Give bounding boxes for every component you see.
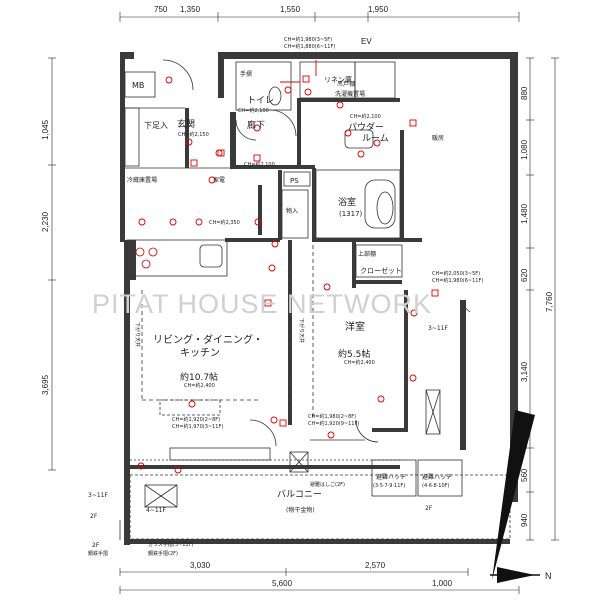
dim-bottom-2: 2,570	[365, 561, 386, 570]
electrical-symbols	[137, 60, 439, 474]
balcony-note: (物干金物)	[286, 506, 315, 514]
iron-note: 鋼鉄手摺(2F)	[148, 550, 178, 557]
dim-right-6: 560	[520, 468, 529, 482]
dim-right-1: 880	[520, 86, 529, 100]
dim-left-1: 1,045	[41, 119, 50, 140]
powder-label: パウダー	[348, 121, 384, 133]
yokushitsu-label: 浴室	[338, 196, 356, 208]
tesuri-label: 手摺	[240, 70, 252, 78]
genkan-ch: CH=約2,150	[178, 131, 209, 138]
ch-right-1: CH=約2,050(3~5F)	[432, 270, 480, 277]
ch-you-2: CH=約1,920(9~11F)	[308, 420, 359, 427]
ch-top-1: CH=約1,980(3~5F)	[284, 36, 332, 43]
bath-fixtures	[268, 86, 394, 225]
ch-ldk-2: CH=約1,970(3~11F)	[172, 423, 223, 430]
ldk-size: 約10.7帖	[180, 371, 218, 383]
yokushitsu-size: (1317)	[339, 210, 363, 218]
hinan-hashigo-label: 避難はしご(2F)	[310, 481, 345, 488]
dim-right-2: 1,080	[520, 139, 529, 160]
dim-top-2: 1,350	[180, 5, 201, 14]
balcony-label: バルコニー	[277, 489, 322, 500]
rail-note: 鋼鉄手摺	[88, 550, 108, 557]
dim-top-3: 1,550	[280, 5, 301, 14]
sashi-note: 3~11F	[428, 325, 448, 332]
dimension-labels-right: 880 1,080 1,480 620 3,140 560 940 7,760	[520, 86, 554, 527]
compass-n: N	[545, 571, 552, 581]
youshitsu-size: 約5.5帖	[338, 348, 370, 360]
ch-you-1: CH=約1,980(2~8F)	[308, 413, 356, 420]
dimension-labels-bottom: 3,030 2,570 5,600 1,000	[190, 561, 453, 588]
hinan2-floor: (4·6·8·10F)	[422, 483, 450, 489]
monoire-label: 物入	[286, 207, 298, 215]
dim-bottom-1: 3,030	[190, 561, 211, 570]
ldk-label: リビング・ダイニング・	[153, 333, 263, 346]
shitaashi-label: 下足入	[144, 121, 168, 130]
closet-label: クローゼット	[360, 266, 402, 275]
dim-right-4: 620	[520, 268, 529, 282]
glass-note: ガラス手摺(3~11F)	[148, 541, 193, 548]
dim-bottom-3: 5,600	[272, 579, 293, 588]
sagari-tenjo-you: 下がり天井	[298, 318, 305, 343]
youshitsu-label: 洋室	[345, 320, 365, 333]
note-2f-right: 2F	[425, 505, 433, 512]
toilet-ch: CH=約2,100	[238, 107, 269, 114]
note-2f-left: 2F	[90, 513, 98, 520]
ev-label: EV	[361, 37, 372, 46]
powder-ch: CH=約2,100	[350, 113, 381, 120]
ch-top-2: CH=約1,880(6~11F)	[284, 43, 335, 50]
hinan1-label: 避難ハッチ	[376, 473, 406, 481]
note-3-11f: 3~11F	[88, 492, 108, 499]
ch-hall: CH=約2,350	[209, 219, 240, 226]
dim-left-3: 3,695	[41, 374, 50, 395]
dimension-lines	[48, 12, 559, 594]
toilet-label: トイレ	[247, 96, 274, 106]
dim-top-1: 750	[154, 5, 168, 14]
notes: CH=約1,980(3~5F) CH=約1,880(6~11F) CH=約2,3…	[88, 36, 483, 557]
sentakuki-label: 洗濯機置場	[335, 90, 365, 98]
mb-label: MB	[132, 81, 144, 90]
genkan-label: 玄関	[177, 118, 195, 130]
kitchen-fixtures	[135, 244, 223, 269]
hinan1-floor: (3·5·7·9·11F)	[373, 483, 405, 489]
powder-label-2: ルーム	[362, 133, 389, 144]
rouka-label: 廊下	[247, 119, 265, 131]
dim-right-5: 3,140	[520, 361, 529, 382]
dim-right-3: 1,480	[520, 203, 529, 224]
room-labels: EV MB 手摺 トイレ CH=約2,100 リネン庫 吊戸棚 洗濯機置場 玄関…	[127, 37, 452, 514]
kamidana-label: 上部棚	[358, 250, 376, 258]
danbou-label: 暖房	[432, 134, 444, 142]
dim-left-2: 2,230	[41, 211, 50, 232]
dim-right-total: 7,760	[545, 291, 554, 312]
dim-right-7: 940	[520, 513, 529, 527]
note-4-11f: 4~11F	[146, 507, 166, 514]
compass-icon: N	[490, 410, 552, 583]
tsuridana-label: 吊戸棚	[337, 80, 355, 88]
ldk-ch: CH=約2,400	[184, 382, 215, 389]
note-2f-bottom: 2F	[92, 542, 100, 549]
dimension-labels-top: 750 1,350 1,550 1,950	[154, 5, 389, 14]
hinan2-label: 避難ハッチ	[422, 473, 452, 481]
rinen-label: リネン庫	[324, 75, 352, 84]
reizouko-label: 冷蔵庫置場	[127, 176, 157, 184]
ps-label: PS	[290, 177, 299, 185]
dimension-labels-left: 1,045 2,230 3,695	[41, 119, 50, 395]
kaden-label: 家電	[213, 176, 225, 184]
ldk-label-2: キッチン	[180, 347, 220, 359]
youshitsu-ch: CH=約2,400	[344, 359, 375, 366]
walls	[120, 52, 518, 545]
dim-bottom-4: 1,000	[432, 579, 453, 588]
rouka-ch: CH=約2,100	[244, 161, 275, 168]
ch-ldk-1: CH=約1,920(2~8F)	[172, 416, 220, 423]
watermark: PITAT HOUSE NETWORK	[92, 289, 432, 319]
dim-top-4: 1,950	[368, 5, 389, 14]
ch-right-2: CH=約1,980(6~11F)	[432, 277, 483, 284]
sagari-tenjo-ldk: 下がり天井	[134, 322, 141, 347]
